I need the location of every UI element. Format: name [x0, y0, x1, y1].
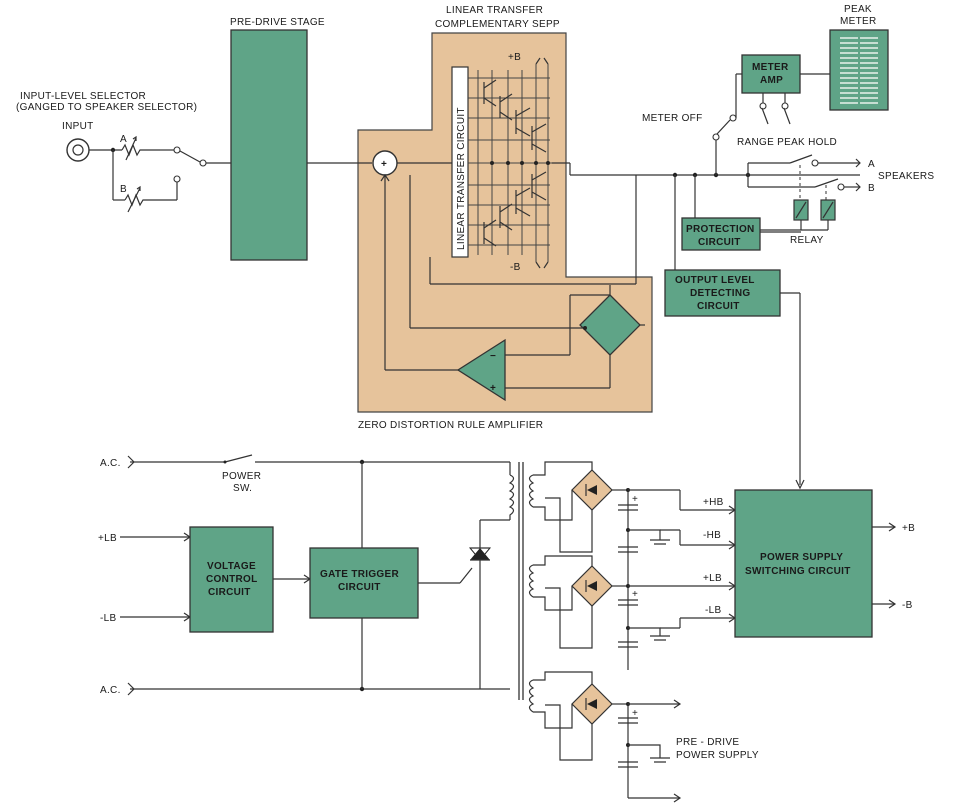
selector-b-label: B — [120, 184, 127, 195]
ac-bottom-label: A.C. — [100, 685, 121, 696]
power-sw-label-1: POWER — [222, 471, 261, 482]
speaker-b-label: B — [868, 183, 875, 194]
rectifier-bridge-hb — [571, 469, 613, 511]
pre-drive-power-supply-label-1: PRE - DRIVE — [676, 737, 739, 748]
peak-meter-display — [829, 29, 889, 111]
input-level-resistor-a — [121, 135, 160, 161]
output-level-label-2: DETECTING — [690, 288, 750, 299]
power-supply-switching-label-2: SWITCHING CIRCUIT — [745, 566, 851, 577]
linear-transfer-circuit-box — [451, 66, 469, 258]
pre-drive-stage-label: PRE-DRIVE STAGE — [230, 17, 325, 28]
op-amp-minus-sign: − — [490, 351, 496, 362]
gate-trigger-label-1: GATE TRIGGER — [320, 569, 399, 580]
complementary-sepp-transistors — [468, 57, 552, 269]
cap-plus-1: + — [632, 494, 638, 505]
protection-circuit-label-2: CIRCUIT — [698, 237, 741, 248]
filter-capacitors — [618, 504, 638, 768]
input-level-selector-switch — [179, 150, 207, 167]
protection-circuit-label-1: PROTECTION — [686, 224, 755, 235]
voltage-control-label-3: CIRCUIT — [208, 587, 251, 598]
meter-amp-label-1: METER — [752, 62, 789, 73]
ground-symbols — [628, 529, 670, 763]
input-label: INPUT — [62, 121, 94, 132]
minus-b-top-label: -B — [510, 262, 521, 273]
protection-circuit-block — [681, 217, 761, 251]
voltage-control-label-2: CONTROL — [206, 574, 258, 585]
plus-lb-rail-label: +LB — [703, 573, 722, 584]
input-jack — [66, 138, 90, 162]
output-level-detecting-block — [664, 269, 781, 317]
op-amp-plus-sign: + — [490, 383, 496, 394]
cap-plus-2: + — [632, 589, 638, 600]
speaker-a-label: A — [868, 159, 875, 170]
input-level-selector-label: INPUT-LEVEL SELECTOR — [20, 91, 146, 102]
power-transformer — [508, 462, 535, 713]
gate-trigger-label-2: CIRCUIT — [338, 582, 381, 593]
input-level-resistor-b — [124, 185, 158, 213]
pre-drive-power-supply-label-2: POWER SUPPLY — [676, 750, 759, 761]
minus-lb-input-label: -LB — [100, 613, 116, 624]
zero-distortion-amplifier-panel — [357, 32, 653, 413]
peak-meter-label-2: METER — [840, 16, 877, 27]
voltage-control-label-1: VOLTAGE — [207, 561, 256, 572]
power-supply-switching-block — [734, 489, 873, 638]
plus-b-top-label: +B — [508, 52, 521, 63]
error-op-amp — [456, 338, 506, 402]
voltage-control-circuit-block — [189, 526, 274, 633]
linear-transfer-label: LINEAR TRANSFER — [446, 5, 543, 16]
range-peak-hold-label: RANGE PEAK HOLD — [737, 137, 837, 148]
cap-plus-3: + — [632, 708, 638, 719]
selector-a-label: A — [120, 134, 127, 145]
minus-hb-rail-label: -HB — [703, 530, 721, 541]
output-level-label-1: OUTPUT LEVEL — [675, 275, 755, 286]
pre-drive-stage-block — [230, 29, 308, 261]
linear-transfer-circuit-label: LINEAR TRANSFER CIRCUIT — [456, 107, 467, 250]
meter-amp-label-2: AMP — [760, 75, 783, 86]
ganged-label: (GANGED TO SPEAKER SELECTOR) — [16, 102, 197, 113]
output-minus-b-label: -B — [902, 600, 913, 611]
power-sw-label-2: SW. — [233, 483, 252, 494]
output-plus-b-label: +B — [902, 523, 915, 534]
rectifier-bridge-predrive — [571, 683, 613, 725]
minus-lb-rail-label: -LB — [705, 605, 721, 616]
speaker-relays — [793, 199, 836, 221]
gate-trigger-circuit-block — [309, 547, 419, 619]
meter-amp-block — [741, 54, 801, 94]
complementary-sepp-label: COMPLEMENTARY SEPP — [435, 19, 560, 30]
diagram-labels: PRE-DRIVE STAGE LINEAR TRANSFER COMPLEME… — [16, 4, 934, 761]
plus-hb-rail-label: +HB — [703, 497, 724, 508]
triac — [468, 519, 510, 689]
ac-top-label: A.C. — [100, 458, 121, 469]
speakers-label: SPEAKERS — [878, 171, 934, 182]
rectifier-bridge-lb — [571, 565, 613, 607]
summer-sign: + — [381, 159, 387, 170]
peak-meter-label-1: PEAK — [844, 4, 872, 15]
relay-label: RELAY — [790, 235, 824, 246]
zero-distortion-label: ZERO DISTORTION RULE AMPLIFIER — [358, 420, 543, 431]
power-supply-switching-label-1: POWER SUPPLY — [760, 552, 843, 563]
plus-lb-input-label: +LB — [98, 533, 117, 544]
output-level-label-3: CIRCUIT — [697, 301, 740, 312]
meter-off-label: METER OFF — [642, 113, 702, 124]
